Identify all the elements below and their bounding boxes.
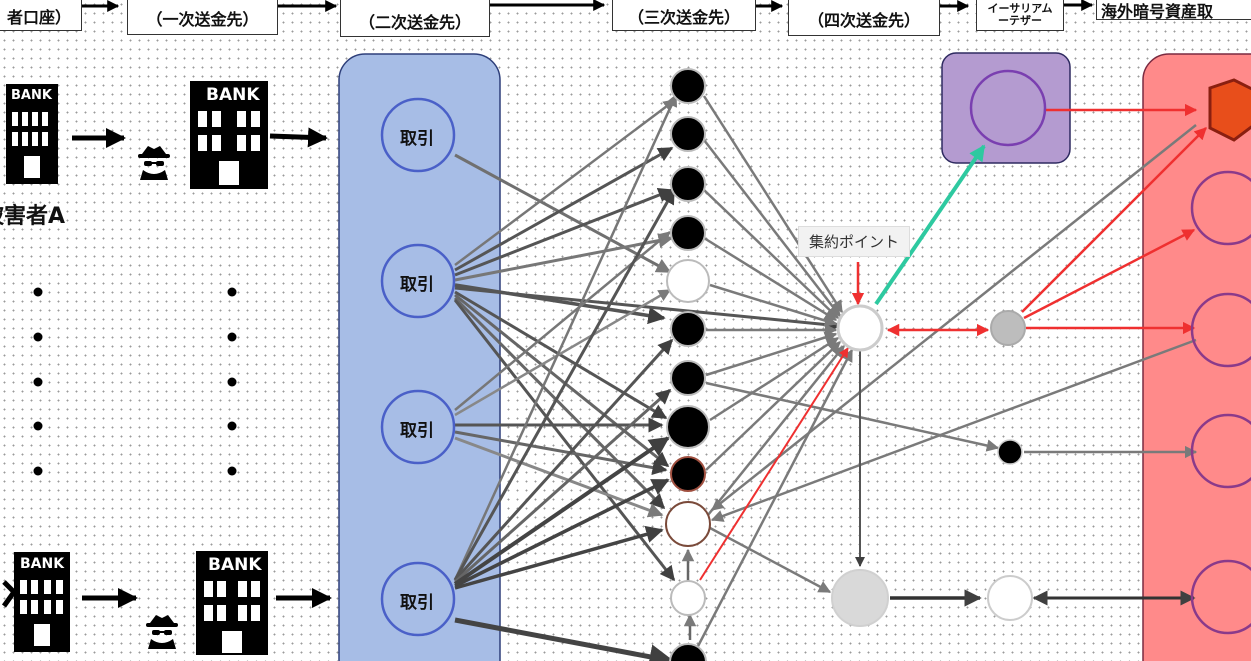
header-tether-line2: ーテザー — [998, 13, 1042, 27]
header-arrows — [82, 0, 1094, 13]
header-fourth-destination: （四次送金先） — [788, 0, 940, 36]
bank-flow-arrows — [72, 127, 332, 608]
victim-label: 被害者A — [0, 204, 66, 229]
white-node — [987, 575, 1033, 621]
transaction-label: 取引 — [400, 129, 434, 149]
ellipsis-dots — [33, 287, 237, 476]
header-overseas-exchange: 海外暗号資産取 — [1096, 0, 1251, 20]
header-third-destination: （三次送金先） — [612, 0, 756, 31]
spy-icons — [138, 146, 178, 649]
transaction-label: 取引 — [400, 275, 434, 295]
header-second-destination: （二次送金先） — [340, 0, 490, 37]
bank-label: BANK — [208, 555, 262, 575]
bank-label: BANK — [20, 556, 65, 572]
aggregation-edges — [681, 95, 1198, 651]
header-victim-account: 者口座） — [0, 0, 82, 31]
teal-arrow — [874, 144, 986, 306]
transaction-nodes — [380, 97, 456, 637]
header-first-destination: （一次送金先） — [127, 0, 278, 35]
header-tether-line1: イーサリアム — [987, 1, 1053, 15]
gray-node-large — [831, 569, 889, 627]
third-destination-nodes — [665, 68, 711, 661]
bank-label: BANK — [11, 88, 52, 103]
gray-node-small — [990, 310, 1026, 346]
header-tether: イーサリアム ーテザー — [976, 0, 1064, 31]
transaction-label: 取引 — [400, 421, 434, 441]
bank-buildings — [1, 81, 268, 655]
black-node-small — [997, 439, 1023, 465]
bank-label: BANK — [206, 85, 260, 105]
red-arrows — [699, 103, 1207, 581]
aggregation-point-label: 集約ポイント — [798, 226, 911, 257]
aggregation-node — [836, 304, 884, 352]
tether-panel — [941, 52, 1071, 164]
exchange-panel — [1142, 53, 1251, 661]
exchange-nodes — [1190, 170, 1251, 635]
exchange-hexagon — [1208, 78, 1251, 142]
transaction-label: 取引 — [400, 593, 434, 613]
transaction-edges — [453, 93, 842, 661]
tether-node — [969, 69, 1047, 147]
